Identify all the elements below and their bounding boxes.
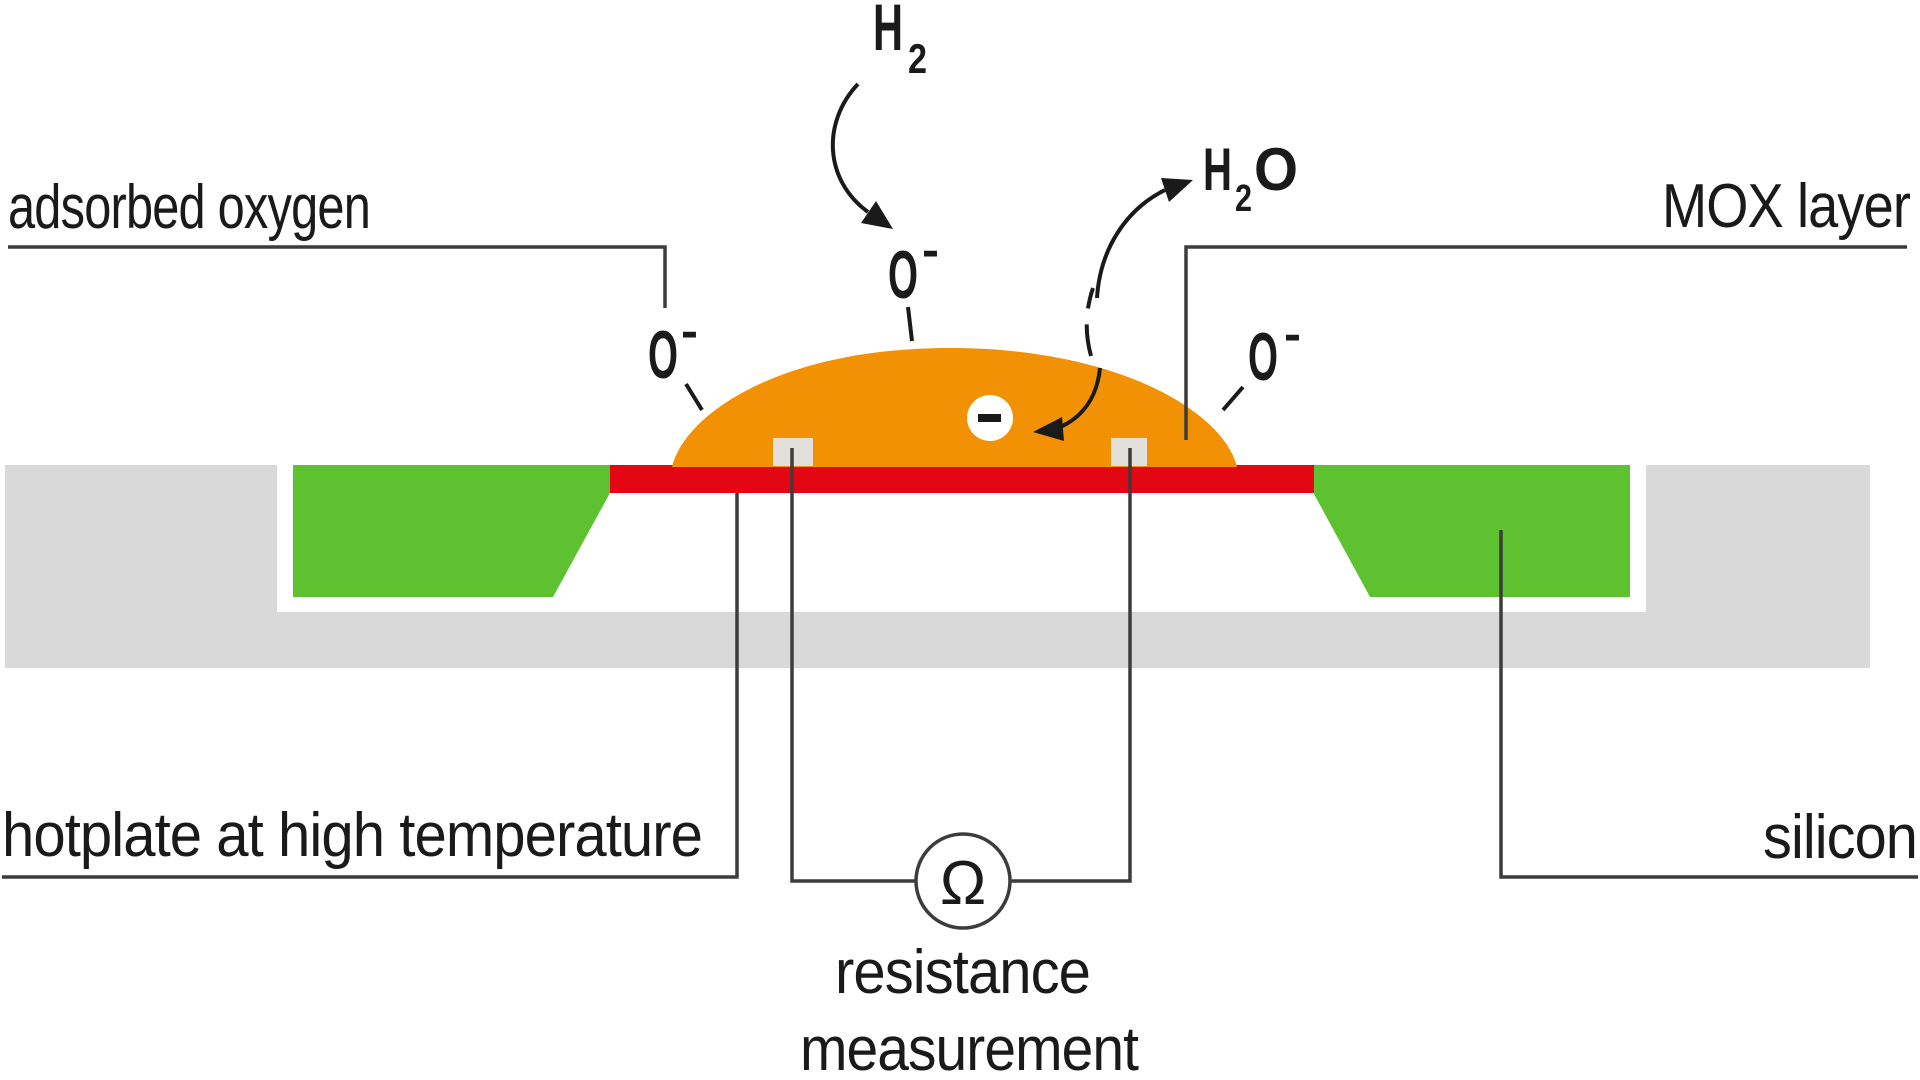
oxygen-ion-left-charge: -	[681, 305, 698, 358]
mox-layer-label: MOX layer	[1662, 172, 1910, 241]
hotplate-label: hotplate at high temperature	[2, 801, 702, 870]
silicon-label: silicon	[1763, 803, 1917, 872]
ohmmeter-circle-icon	[914, 832, 1012, 930]
h2-arrowhead-icon	[861, 201, 893, 229]
electron-arrow-curve	[1057, 367, 1102, 430]
mox-layer-callout-line	[1184, 245, 1907, 440]
silicon-callout-line	[1499, 530, 1918, 879]
wire-left-electrode	[790, 448, 915, 883]
h2o-label-o: O	[1254, 136, 1298, 203]
oxygen-ion-center-charge: -	[922, 224, 939, 277]
electron-minus-icon	[978, 414, 1001, 422]
oxygen-ion-right: O	[1248, 319, 1278, 395]
wire-right-electrode	[1011, 448, 1132, 883]
silicon-right-region	[1314, 465, 1630, 597]
resistance-label-line1: resistance	[835, 938, 1090, 1007]
h2o-arrow-dashed-tail	[1084, 287, 1095, 357]
h2o-arrowhead-icon	[1161, 178, 1193, 202]
h2o-label-h: H	[1203, 136, 1232, 203]
substrate-bottom-band	[5, 612, 1870, 668]
h2o-label-subscript: 2	[1235, 178, 1252, 220]
oxygen-tick-left	[684, 382, 704, 412]
adsorbed-oxygen-label: adsorbed oxygen	[8, 173, 370, 242]
hotplate-callout-line	[2, 493, 739, 879]
oxygen-tick-center	[906, 306, 914, 342]
mox-layer-dome	[672, 348, 1237, 467]
h2-arrow-curve	[830, 82, 870, 214]
hotplate-bar	[610, 465, 1314, 493]
h2o-arrow-curve	[1095, 188, 1166, 299]
silicon-left-region	[293, 465, 610, 597]
oxygen-ion-center: O	[888, 237, 918, 313]
oxygen-tick-right	[1221, 385, 1245, 412]
oxygen-ion-left: O	[648, 317, 678, 393]
h2-label-element: H	[873, 0, 903, 64]
resistance-label-line2: measurement	[800, 1015, 1139, 1080]
electron-arrowhead-icon	[1033, 417, 1064, 441]
adsorbed-oxygen-callout-line	[8, 245, 667, 308]
h2-label-subscript: 2	[908, 35, 927, 82]
ohm-symbol: Ω	[940, 849, 986, 918]
oxygen-ion-right-charge: -	[1284, 308, 1301, 361]
